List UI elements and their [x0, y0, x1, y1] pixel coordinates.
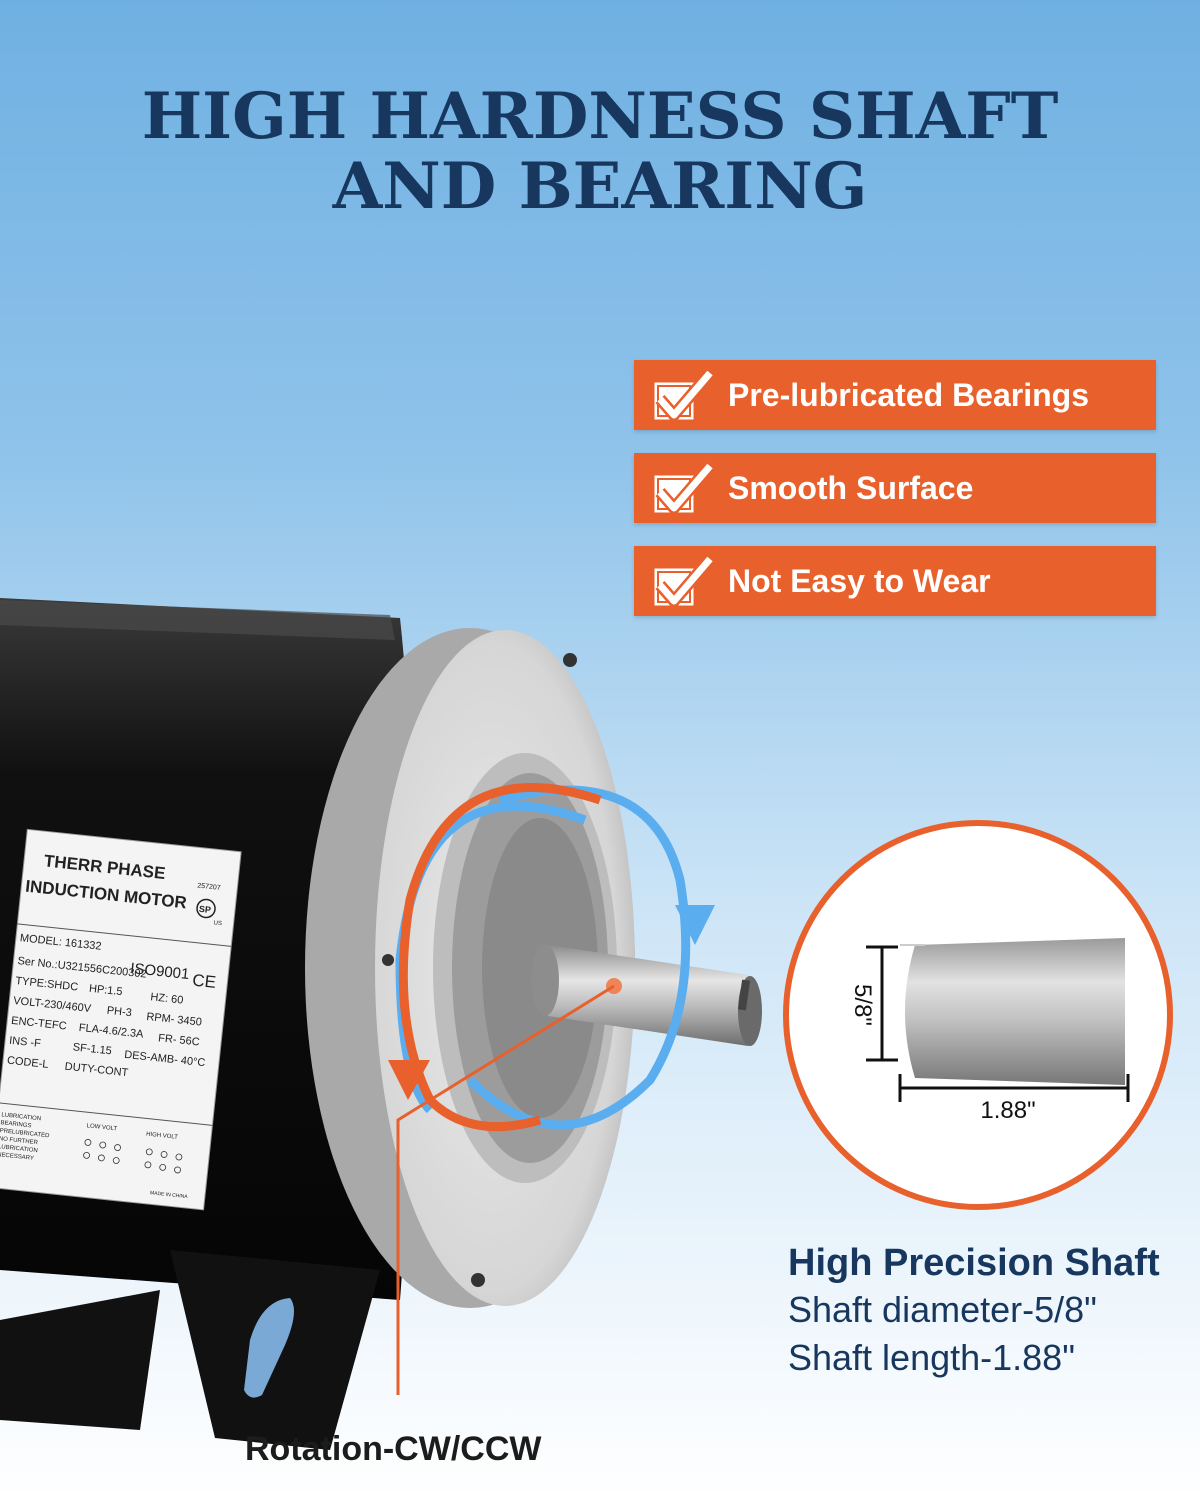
diameter-label: 5/8" [849, 984, 876, 1026]
rotation-arrows [388, 783, 715, 1132]
fr: FR- 56C [158, 1032, 201, 1048]
feature-item-surface: Smooth Surface [634, 453, 1156, 523]
page-title: HIGH HARDNESS SHAFT AND BEARING [0, 82, 1200, 222]
check-icon [651, 369, 715, 423]
code: CODE-L [6, 1055, 49, 1071]
rotation-label: Rotation-CW/CCW [245, 1430, 542, 1468]
feature-label: Not Easy to Wear [728, 563, 991, 599]
ce-mark: CE [191, 971, 216, 992]
spec-diameter: Shaft diameter-5/8" [788, 1289, 1097, 1330]
bolt-hole-left [382, 954, 394, 966]
bolt-hole-bottom [471, 1273, 485, 1287]
ccw-arrow [466, 785, 691, 1130]
lub-1: LUBRICATION [1, 1112, 41, 1122]
nameplate: THERR PHASE INDUCTION MOTOR 257207 SP US… [0, 828, 242, 1211]
rotation-leader [396, 978, 622, 1395]
made-in: MADE IN CHINA [150, 1190, 189, 1200]
lub-5: LUBRICATION [0, 1144, 38, 1154]
ccw-arrowhead-icon [675, 905, 715, 945]
enc: ENC-TEFC [11, 1015, 68, 1033]
cw-arrowhead-icon [388, 1060, 430, 1100]
rpm: RPM- 3450 [146, 1011, 203, 1029]
feature-label: Pre-lubricated Bearings [728, 377, 1089, 413]
cert-mark-icon [196, 898, 216, 919]
wiring-diagram-icon [83, 1139, 183, 1174]
title-line-2: AND BEARING [332, 149, 868, 224]
ph: PH-3 [106, 1005, 132, 1020]
shaft-spec: High Precision Shaft Shaft diameter-5/8"… [788, 1240, 1188, 1382]
cert-code: 257207 [197, 882, 221, 891]
ins: INS -F [9, 1035, 42, 1050]
spec-title: High Precision Shaft [788, 1242, 1160, 1284]
mounting-foot [0, 1250, 380, 1450]
hz: HZ: 60 [150, 991, 184, 1006]
high-volt: HIGH VOLT [146, 1131, 179, 1140]
feature-item-bearings: Pre-lubricated Bearings [634, 360, 1156, 430]
check-icon [651, 462, 715, 516]
cw-arrow [398, 783, 602, 1132]
hp: HP:1.5 [88, 983, 123, 998]
motor-shaft [531, 944, 762, 1046]
lub-2: BEARINGS [0, 1120, 31, 1129]
check-icon [651, 555, 715, 609]
length-label: 1.88" [980, 1097, 1035, 1124]
sf: SF-1.15 [72, 1041, 112, 1057]
iso: ISO9001 [129, 960, 190, 983]
feature-label: Smooth Surface [728, 470, 974, 506]
lub-6: NECESSARY [0, 1152, 34, 1162]
title-line-1: HIGH HARDNESS SHAFT [141, 79, 1059, 154]
low-volt: LOW VOLT [86, 1123, 117, 1132]
feature-list: Pre-lubricated Bearings Smooth Surface N… [634, 360, 1156, 639]
shaft-detail-callout: 5/8" 1.88" [783, 820, 1173, 1210]
bolt-hole-top [563, 653, 577, 667]
feature-item-wear: Not Easy to Wear [634, 546, 1156, 616]
lub-4: NO FURTHER [0, 1136, 39, 1146]
spec-length: Shaft length-1.88" [788, 1337, 1075, 1378]
lub-3: PRELUBRICATED [0, 1128, 50, 1139]
cert-mark: SP [198, 904, 211, 915]
us-mark: US [213, 920, 222, 927]
